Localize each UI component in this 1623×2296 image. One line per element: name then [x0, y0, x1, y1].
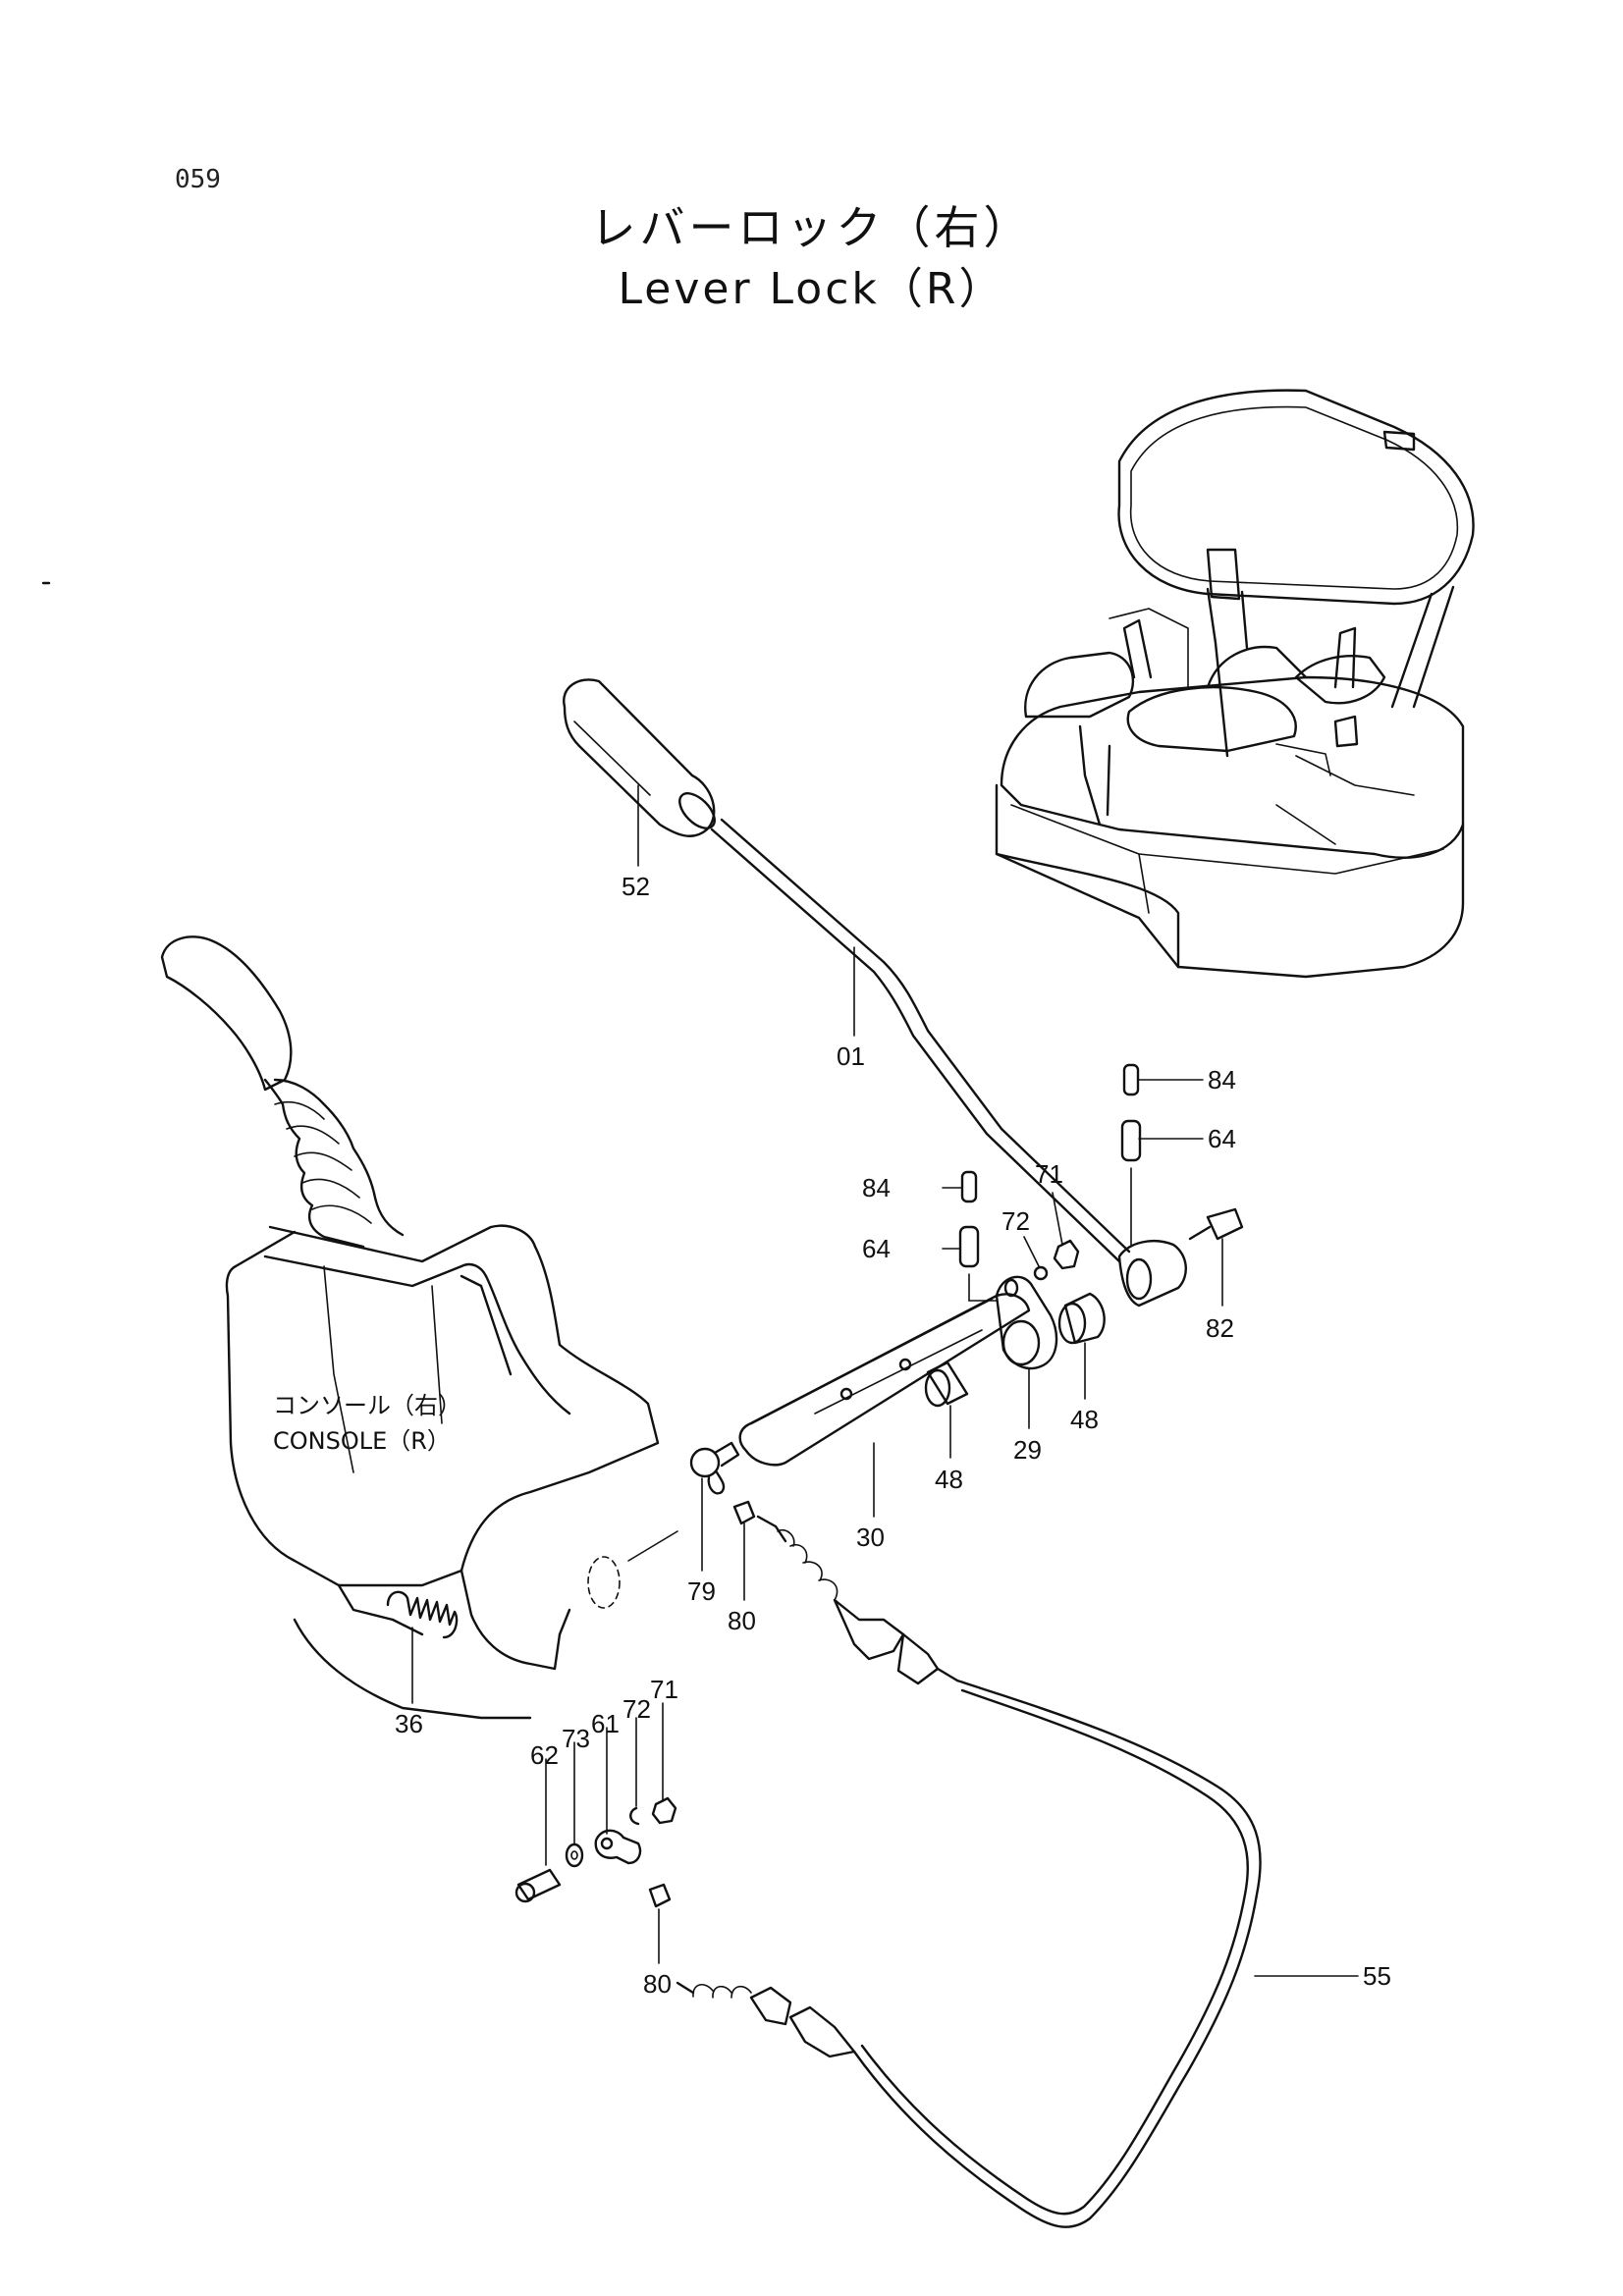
shaft-30	[738, 1293, 1031, 1467]
callout-64-left: 64	[862, 1234, 891, 1263]
callout-79: 79	[687, 1576, 716, 1606]
bushing-48-right	[1057, 1292, 1106, 1345]
callout-30: 30	[856, 1522, 885, 1552]
title-japanese: レバーロック（右）	[590, 201, 1033, 254]
callout-48-right: 48	[1070, 1405, 1099, 1434]
nut-71-lower	[651, 1796, 677, 1825]
callout-82: 82	[1206, 1313, 1234, 1343]
callout-labels: 52 01 84 64 84 64 72 71 82 48 29 48 30 7…	[395, 872, 1391, 1999]
lever-bracket	[1117, 1240, 1187, 1308]
bushing-48-left	[924, 1361, 969, 1408]
leader-lines	[411, 784, 1359, 1977]
page-number: 059	[175, 165, 221, 194]
callout-62: 62	[530, 1740, 559, 1770]
cable-55	[676, 1515, 1262, 2228]
console-body	[160, 935, 678, 1720]
callout-01: 01	[837, 1041, 865, 1071]
nut-80-lower	[648, 1883, 672, 1908]
bolt-62	[514, 1868, 562, 1903]
grip-52	[563, 678, 716, 837]
callout-84-left: 84	[862, 1173, 891, 1202]
callout-61: 61	[591, 1709, 620, 1738]
callout-48-left: 48	[935, 1465, 963, 1494]
console-label-english: CONSOLE（R）	[273, 1427, 451, 1455]
callout-80-upper: 80	[728, 1606, 756, 1635]
title-english: Lever Lock（R）	[618, 264, 1005, 314]
callout-80-lower: 80	[643, 1969, 672, 1999]
callout-29: 29	[1013, 1435, 1042, 1465]
washer-73	[565, 1842, 584, 1868]
callout-71-upper: 71	[1035, 1159, 1063, 1189]
bolt-82	[1188, 1207, 1244, 1241]
clip-72-nut-71-upper	[1033, 1239, 1080, 1281]
clip-72-lower	[629, 1806, 640, 1826]
callout-73: 73	[562, 1724, 590, 1753]
callout-71-lower: 71	[650, 1675, 678, 1704]
machine-overview-illustration	[995, 389, 1475, 979]
rod-end-61	[594, 1829, 642, 1865]
callout-84-right: 84	[1208, 1065, 1236, 1095]
console-label-japanese: コンソール（右）	[273, 1392, 461, 1419]
callout-36: 36	[395, 1709, 423, 1738]
nut-80-upper	[732, 1500, 756, 1525]
callout-52: 52	[622, 872, 650, 901]
callout-72-upper: 72	[1001, 1206, 1030, 1236]
callout-72-lower: 72	[622, 1694, 651, 1724]
lever-rod-01	[710, 818, 1131, 1263]
callout-64-right: 64	[1208, 1124, 1236, 1153]
plate-29	[995, 1275, 1058, 1370]
ball-joint-79	[689, 1441, 740, 1495]
spring-36	[386, 1590, 459, 1639]
pins-lower	[958, 1170, 998, 1302]
pins-upper	[1120, 1063, 1142, 1246]
callout-55: 55	[1363, 1961, 1391, 1991]
